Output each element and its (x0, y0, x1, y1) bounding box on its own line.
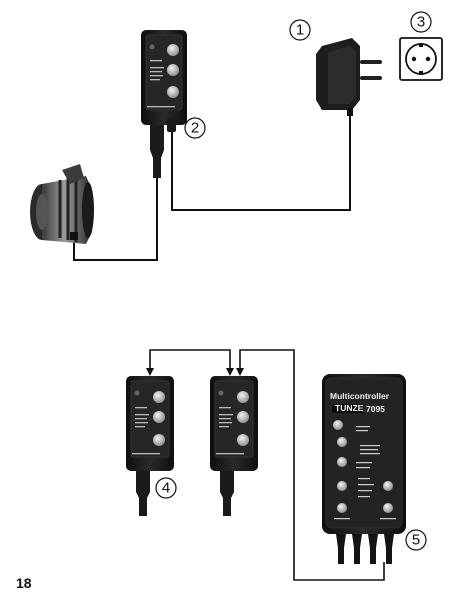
multicontroller-model: 7095 (366, 404, 385, 414)
knob-icon (153, 411, 165, 423)
power-supply (316, 38, 382, 116)
knob-icon (153, 434, 165, 446)
arrow-heads (146, 368, 244, 376)
pump-controller-b (210, 376, 258, 516)
knob-icon (167, 86, 179, 98)
callout-2: 2 (184, 117, 206, 139)
link-cable-2 (239, 349, 385, 581)
svg-text:3: 3 (417, 14, 425, 31)
knob-icon (237, 391, 249, 403)
callout-1: 1 (289, 19, 311, 41)
knob-icon (167, 64, 179, 76)
power-cable (171, 110, 351, 211)
knob-icon (153, 391, 165, 403)
bottom-wiring (149, 349, 385, 581)
top-wiring (73, 110, 351, 261)
svg-text:1: 1 (296, 22, 304, 39)
svg-text:2: 2 (191, 120, 199, 137)
multicontroller-brand: TUNZE (335, 403, 364, 413)
svg-text:5: 5 (412, 532, 420, 549)
multicontroller-plugs (336, 534, 394, 564)
pump-cable (73, 175, 158, 261)
socket-icon (399, 37, 443, 81)
pump-controller-a (126, 376, 174, 516)
multicontroller-indicators (334, 426, 396, 520)
svg-text:4: 4 (162, 480, 170, 497)
callout-5: 5 (405, 529, 427, 551)
pump-icon (30, 164, 94, 244)
multicontroller: Multicontroller TUNZE 7095 (322, 374, 406, 564)
knob-icon (237, 434, 249, 446)
link-cable-1 (149, 349, 231, 373)
knob-icon (167, 44, 179, 56)
multicontroller-title: Multicontroller (330, 391, 390, 401)
multicontroller-buttons (333, 420, 393, 513)
pump-controller-top (141, 30, 187, 178)
callout-4: 4 (155, 477, 177, 499)
knob-icon (237, 411, 249, 423)
callout-3: 3 (410, 11, 432, 33)
page-number: 18 (16, 575, 32, 591)
